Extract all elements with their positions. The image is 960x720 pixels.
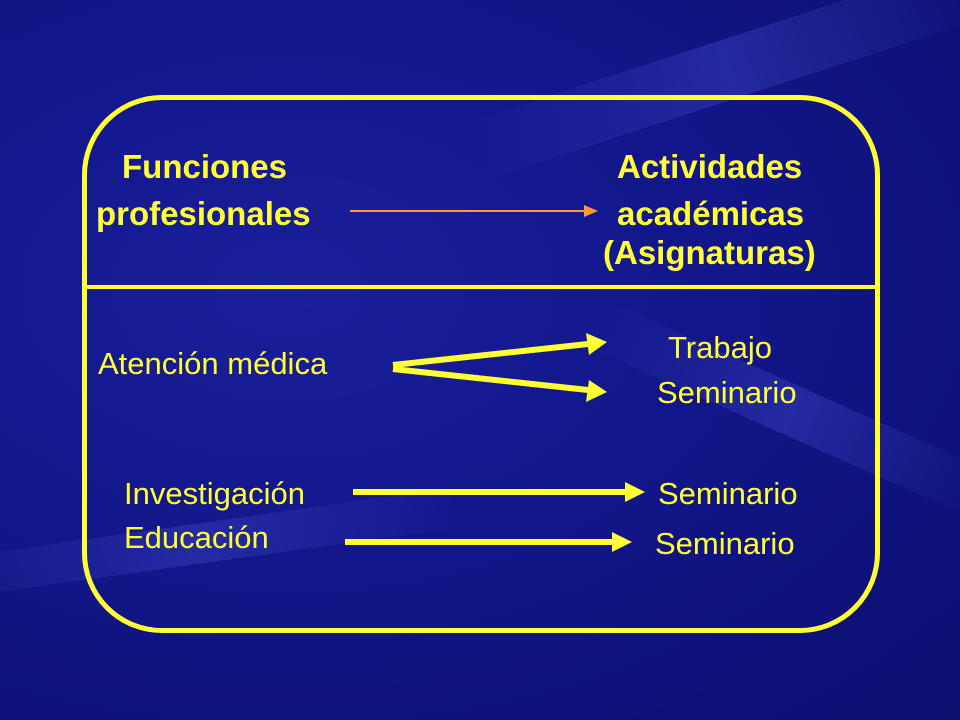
function-educacion: Educación <box>124 520 269 555</box>
activity-seminario-2: Seminario <box>658 476 798 511</box>
arrow-to-seminario-3 <box>345 532 632 552</box>
arrow-to-trabajo <box>392 333 607 368</box>
activity-trabajo: Trabajo <box>668 330 772 365</box>
header-left-line2: profesionales <box>96 195 311 232</box>
function-atencion-medica: Atención médica <box>98 346 328 381</box>
activity-seminario-3: Seminario <box>655 526 795 561</box>
arrow-to-seminario-1 <box>392 366 607 402</box>
header-left-line1: Funciones <box>122 148 288 185</box>
header-right-line2: académicas <box>617 195 805 232</box>
header-arrow <box>350 205 598 217</box>
header-right-line1: Actividades <box>617 148 803 185</box>
function-investigacion: Investigación <box>124 476 305 511</box>
arrow-to-seminario-2 <box>353 482 645 502</box>
header-right-line3: (Asignaturas) <box>603 234 816 271</box>
activity-seminario-1: Seminario <box>657 375 797 410</box>
header-divider <box>84 285 880 289</box>
rounded-frame <box>82 95 880 633</box>
